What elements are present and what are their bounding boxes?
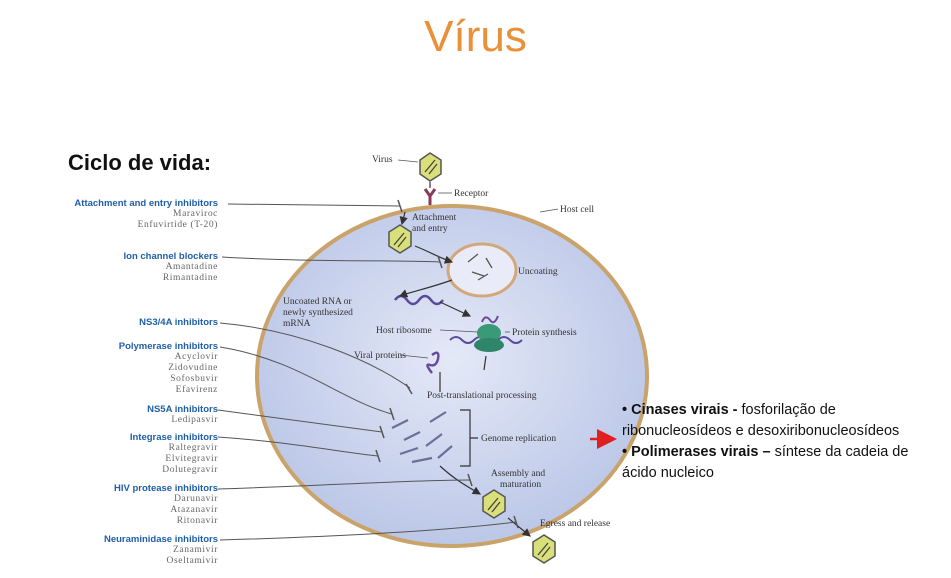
receptor [425, 189, 435, 205]
drug-name: Atazanavir [6, 505, 218, 516]
note-kinases-bold: • Cinases virais - [622, 402, 738, 418]
enzyme-notes: • Cinases virais - fosforilação de ribon… [622, 400, 947, 484]
inhibitor-head: HIV protease inhibitors [6, 483, 218, 494]
inhibitor-head: NS3/4A inhibitors [6, 317, 218, 328]
label-uncoating: Uncoating [518, 267, 558, 277]
drug-name: Oseltamivir [6, 556, 218, 567]
label-host-cell: Host cell [560, 205, 594, 215]
uncoating-vesicle [448, 244, 516, 296]
inhibitor-head: Neuraminidase inhibitors [6, 534, 218, 545]
virus-particle-released [533, 535, 555, 563]
label-newly-synthesized: newly synthesized [283, 308, 353, 318]
drug-name: Zanamivir [6, 545, 218, 556]
inhibitor-group-ion-channel: Ion channel blockers Amantadine Rimantad… [6, 251, 218, 284]
drug-name: Amantadine [6, 262, 218, 273]
note-polymerases-bold: • Polimerases virais – [622, 444, 771, 460]
inhibitor-head: Ion channel blockers [6, 251, 218, 262]
label-maturation: maturation [500, 480, 541, 490]
drug-name: Elvitegravir [6, 454, 218, 465]
label-mrna: mRNA [283, 319, 311, 329]
inhibitor-head: Integrase inhibitors [6, 432, 218, 443]
note-line-kinases: • Cinases virais - fosforilação de [622, 400, 947, 421]
drug-name: Zidovudine [6, 363, 218, 374]
drug-name: Acyclovir [6, 352, 218, 363]
label-genome-replication: Genome replication [481, 434, 556, 444]
drug-name: Efavirenz [6, 385, 218, 396]
drug-name: Ritonavir [6, 516, 218, 527]
note-polymerases-text: síntese da cadeia de [771, 444, 909, 460]
label-receptor: Receptor [454, 189, 489, 199]
note-line-nucleic-acid: ácido nucleico [622, 463, 947, 484]
label-egress: Egress and release [540, 519, 610, 529]
label-protein-synthesis: Protein synthesis [512, 328, 577, 338]
inhibitor-head: NS5A inhibitors [6, 404, 218, 415]
virus-particle-outside [420, 153, 441, 181]
virus-particle-assembly [483, 490, 505, 518]
label-entry: and entry [412, 224, 448, 234]
label-attachment: Attachment [412, 213, 457, 223]
note-line-nucleosides: ribonucleosídeos e desoxiribonucleosídeo… [622, 421, 947, 442]
label-post-translational: Post-translational processing [427, 391, 537, 401]
drug-name: Maraviroc [6, 209, 218, 220]
inhibitor-group-neuraminidase: Neuraminidase inhibitors Zanamivir Oselt… [6, 534, 218, 567]
inhibitor-group-ns3-4a: NS3/4A inhibitors [6, 317, 218, 328]
drug-name: Enfuvirtide (T-20) [6, 220, 218, 231]
inhibitor-head: Polymerase inhibitors [6, 341, 218, 352]
inhibitor-group-attachment: Attachment and entry inhibitors Maraviro… [6, 198, 218, 231]
drug-name: Raltegravir [6, 443, 218, 454]
inhibitor-head: Attachment and entry inhibitors [6, 198, 218, 209]
drug-name: Dolutegravir [6, 465, 218, 476]
label-host-ribosome: Host ribosome [376, 326, 432, 336]
note-line-polymerases: • Polimerases virais – síntese da cadeia… [622, 442, 947, 463]
note-kinases-text: fosforilação de [738, 402, 836, 418]
label-assembly: Assembly and [491, 469, 545, 479]
drug-name: Darunavir [6, 494, 218, 505]
drug-name: Sofosbuvir [6, 374, 218, 385]
inhibitor-group-hiv-protease: HIV protease inhibitors Darunavir Atazan… [6, 483, 218, 527]
label-uncoated-rna: Uncoated RNA or [283, 297, 352, 307]
drug-name: Rimantadine [6, 273, 218, 284]
virus-particle-entry [389, 225, 411, 253]
label-viral-proteins: Viral proteins [354, 351, 406, 361]
inhibitor-group-integrase: Integrase inhibitors Raltegravir Elviteg… [6, 432, 218, 476]
drug-name: Ledipasvir [6, 415, 218, 426]
inhibitor-group-ns5a: NS5A inhibitors Ledipasvir [6, 404, 218, 426]
label-virus: Virus [372, 155, 393, 165]
inhibitor-group-polymerase: Polymerase inhibitors Acyclovir Zidovudi… [6, 341, 218, 396]
